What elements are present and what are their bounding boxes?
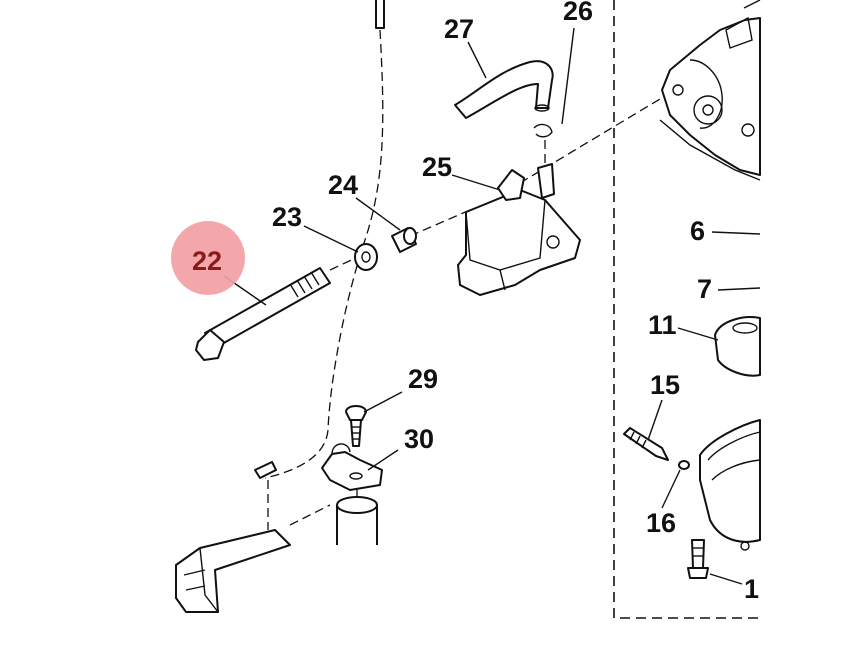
callout-24[interactable]: 24 <box>328 170 358 200</box>
subassembly-boundary <box>613 0 760 619</box>
callout-23[interactable]: 23 <box>272 202 302 232</box>
part-11-float[interactable] <box>714 316 761 377</box>
callout-29[interactable]: 29 <box>408 364 438 394</box>
callout-30[interactable]: 30 <box>404 424 434 454</box>
leader-6 <box>711 231 761 235</box>
leader-11 <box>677 327 719 341</box>
float-bowl <box>699 419 761 551</box>
part-24-collar[interactable] <box>391 227 417 253</box>
leader-25 <box>451 174 501 191</box>
highlight-circle-22[interactable] <box>171 221 245 295</box>
callout-15[interactable]: 15 <box>650 370 680 400</box>
callout-27[interactable]: 27 <box>444 14 474 44</box>
part-26-clip[interactable] <box>533 123 553 165</box>
callout-11[interactable]: 11 <box>648 310 677 340</box>
part-27-hose[interactable] <box>454 60 554 119</box>
part-30-clamp[interactable] <box>321 443 383 491</box>
leader-7 <box>717 287 761 291</box>
leader-24 <box>355 197 401 231</box>
cable-end <box>375 0 385 29</box>
part-15-needle[interactable] <box>623 427 669 461</box>
leader-27 <box>467 41 487 79</box>
part-22-bolt[interactable] <box>195 267 331 361</box>
callout-22[interactable]: 22 <box>192 246 222 276</box>
leader-29 <box>363 391 403 413</box>
callout-26[interactable]: 26 <box>563 0 593 26</box>
part-25-connector[interactable] <box>457 163 581 296</box>
leader-26 <box>561 27 575 125</box>
part-16-oring[interactable] <box>678 460 690 470</box>
callout-7[interactable]: 7 <box>697 274 712 304</box>
carburetor-body <box>659 0 761 181</box>
leader-15 <box>647 399 663 441</box>
callout-6[interactable]: 6 <box>690 216 705 246</box>
callout-1[interactable]: 1 <box>744 574 759 604</box>
mounting-post <box>336 488 378 545</box>
leader-1 <box>709 573 743 585</box>
callout-25[interactable]: 25 <box>422 152 452 182</box>
part-1-screw[interactable] <box>687 539 709 579</box>
leader-16 <box>661 469 681 509</box>
cable-linkage[interactable] <box>175 461 331 613</box>
part-23-washer[interactable] <box>354 243 378 271</box>
callout-16[interactable]: 16 <box>646 508 676 538</box>
leader-30 <box>367 449 399 471</box>
leader-23 <box>303 225 359 253</box>
throttle-cable-path <box>264 29 384 479</box>
part-29-screw[interactable] <box>345 405 367 447</box>
